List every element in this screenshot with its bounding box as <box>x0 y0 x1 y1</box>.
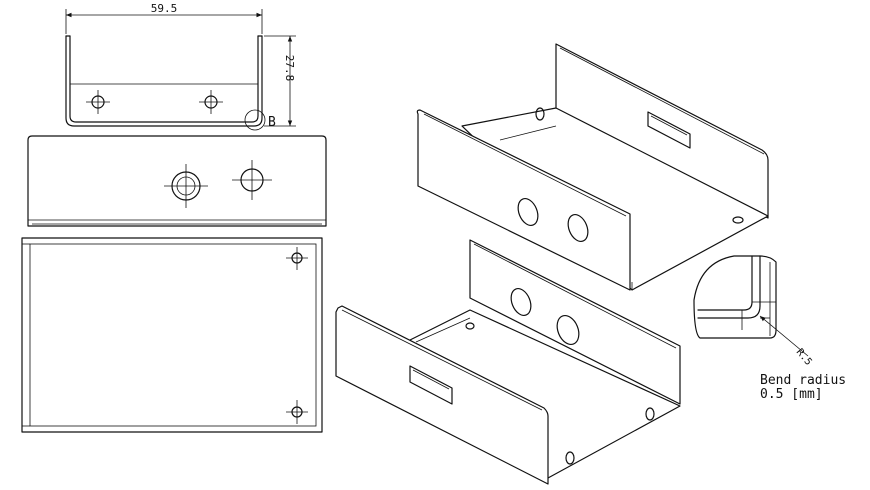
callout-line-2: 0.5 [mm] <box>760 387 823 402</box>
radius-label: R.5 <box>794 347 814 368</box>
iso-view-lower <box>335 239 681 485</box>
height-dimension: 27.8 <box>283 55 296 82</box>
bend-radius-callout: Bend radius 0.5 [mm] <box>760 374 846 402</box>
front-hole-right <box>199 90 223 114</box>
callout-line-1: Bend radius <box>760 373 847 388</box>
detail-label: B <box>268 115 276 130</box>
front-hole-left <box>86 90 110 114</box>
plan-hole-top <box>286 247 308 270</box>
detail-circle-b <box>244 109 266 131</box>
top-hole-small <box>232 160 272 200</box>
front-view: 59.5 27.8 B <box>65 2 296 131</box>
iso-view-upper <box>416 43 769 291</box>
width-dimension: 59.5 <box>151 2 178 15</box>
top-hole-large <box>164 164 208 208</box>
top-view <box>27 135 327 227</box>
plan-hole-bottom <box>286 400 308 424</box>
plan-view <box>21 237 323 433</box>
detail-b: R.5 <box>693 255 814 368</box>
